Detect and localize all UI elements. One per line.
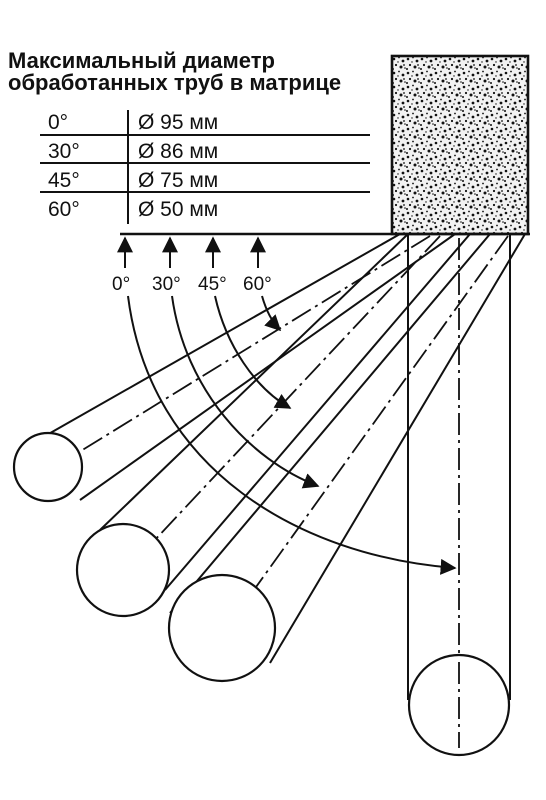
pipe-centerline xyxy=(121,235,441,576)
table-angle-cell: 45° xyxy=(48,169,80,192)
pipe-edge xyxy=(169,233,491,614)
table-diameter-cell: Ø 95 мм xyxy=(138,111,218,134)
title-line-2: обработанных труб в матрице xyxy=(8,70,341,95)
pipe-centerline xyxy=(217,235,509,641)
pipe-edge xyxy=(164,233,471,591)
curve-arrow-45 xyxy=(214,295,292,409)
angle-label-30: 30° xyxy=(152,274,181,295)
pipe-30-degrees xyxy=(167,233,526,683)
pipe-0-degrees xyxy=(407,234,511,757)
angle-label-60: 60° xyxy=(243,274,272,295)
curve-arrow-30 xyxy=(171,295,320,489)
table-angle-cell: 60° xyxy=(48,198,80,221)
die-block xyxy=(390,54,530,236)
pipe-centerline xyxy=(49,235,431,471)
curve-arrow-0 xyxy=(127,295,457,575)
pipe-cross-section xyxy=(75,522,171,618)
angle-label-0: 0° xyxy=(112,274,130,295)
table-diameter-cell: Ø 75 мм xyxy=(138,169,218,192)
diameter-table: 0° Ø 95 мм 30° Ø 86 мм 45° Ø 75 мм 60° Ø… xyxy=(40,110,370,224)
table-angle-cell: 0° xyxy=(48,111,68,134)
pipe-60-degrees xyxy=(12,233,456,503)
pipe-cross-section xyxy=(12,431,84,503)
curve-arrow-60 xyxy=(261,295,282,332)
pipe-edge xyxy=(99,233,409,531)
table-diameter-cell: Ø 50 мм xyxy=(138,198,218,221)
pipe-edge xyxy=(79,233,456,501)
table-angle-cell: 30° xyxy=(48,140,80,163)
title-line-1: Максимальный диаметр xyxy=(8,48,275,73)
pipe-cross-section xyxy=(167,573,277,683)
table-diameter-cell: Ø 86 мм xyxy=(138,140,218,163)
pipe-45-degrees xyxy=(75,233,471,618)
angle-label-45: 45° xyxy=(198,274,227,295)
pipe-edge xyxy=(37,233,401,441)
pipe-edge xyxy=(269,233,526,664)
